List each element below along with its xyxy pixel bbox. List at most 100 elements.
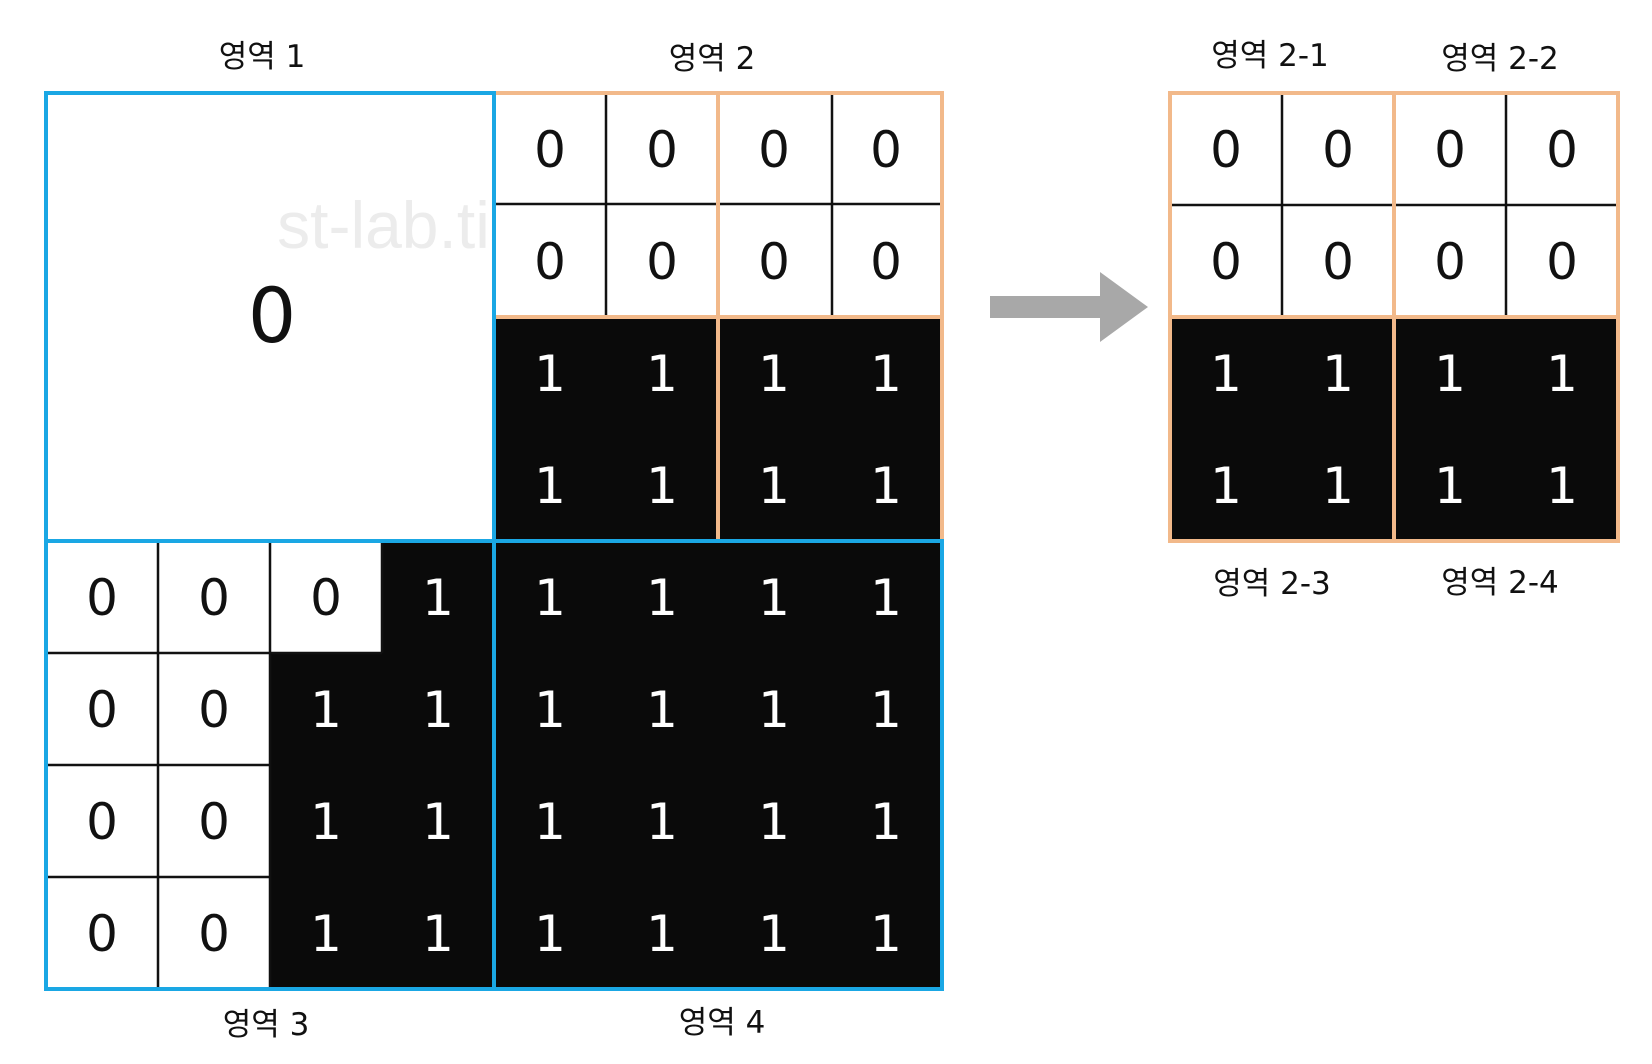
region-2-4-label: 영역 2-4 — [1441, 565, 1559, 601]
region-4-cell — [718, 653, 831, 766]
region-2-value: 1 — [534, 457, 566, 515]
region-3-cell — [46, 877, 159, 990]
region-2-split-cell — [1394, 317, 1507, 430]
region-2-split-cell — [1394, 205, 1507, 318]
region-2-split-cell — [1170, 317, 1283, 430]
region-4-cell — [830, 541, 943, 654]
region-3-cell — [158, 541, 271, 654]
region-4-cell — [494, 765, 607, 878]
region-2-split-value: 0 — [1546, 121, 1578, 179]
region-2-value: 0 — [870, 233, 902, 291]
region-3-cell — [158, 765, 271, 878]
region-3-cell — [46, 765, 159, 878]
region-4-value: 1 — [534, 905, 566, 963]
region-2-cell — [606, 317, 719, 430]
region-4-cell — [494, 653, 607, 766]
region-2-split-cell — [1506, 205, 1619, 318]
region-1-value: 0 — [248, 271, 296, 360]
region-2-split-value: 1 — [1322, 345, 1354, 403]
region-2-value: 1 — [758, 345, 790, 403]
region-4-value: 1 — [534, 793, 566, 851]
region-4-cell — [830, 653, 943, 766]
region-2-value: 1 — [758, 457, 790, 515]
quadrant-borders — [44, 91, 944, 991]
region-4-value: 1 — [758, 793, 790, 851]
region-2-2-label: 영역 2-2 — [1441, 41, 1559, 77]
region-3-cell — [382, 653, 495, 766]
region-2-cell — [830, 205, 943, 318]
region-4-cell — [494, 877, 607, 990]
region-2-cell — [606, 205, 719, 318]
region-2-value: 1 — [870, 345, 902, 403]
region-4-border — [492, 539, 944, 991]
region-4-value: 1 — [646, 569, 678, 627]
region-3-value: 1 — [422, 681, 454, 739]
region-1-label: 영역 1 — [219, 39, 306, 75]
region-2-split-cell — [1282, 205, 1395, 318]
region-3-value: 0 — [86, 569, 118, 627]
region-2-split-cell — [1170, 205, 1283, 318]
region-2-split-cell — [1282, 93, 1395, 206]
region-2-cell — [494, 429, 607, 542]
region-2-value: 0 — [646, 121, 678, 179]
region-2-value: 0 — [758, 233, 790, 291]
region-2-split-cell — [1394, 429, 1507, 542]
region-2-value: 0 — [534, 121, 566, 179]
region-2-cell — [606, 93, 719, 206]
region-3-value: 0 — [198, 905, 230, 963]
region-3-cell — [270, 541, 383, 654]
region-3-cell — [382, 877, 495, 990]
region-1-cell — [46, 93, 494, 541]
region-2-value: 1 — [646, 345, 678, 403]
region-3-cell — [46, 653, 159, 766]
region-3-value: 0 — [310, 569, 342, 627]
region-3-cell — [270, 765, 383, 878]
region-2-split-value: 0 — [1210, 233, 1242, 291]
region-4-cell — [718, 877, 831, 990]
region-3-value: 1 — [310, 905, 342, 963]
region-2-split-value: 1 — [1322, 457, 1354, 515]
region-4-cell — [718, 765, 831, 878]
region-2-1-label: 영역 2-1 — [1211, 38, 1329, 74]
region-2-value: 0 — [646, 233, 678, 291]
region-3-value: 0 — [86, 681, 118, 739]
region-2-split-value: 0 — [1546, 233, 1578, 291]
region-2-cell — [830, 317, 943, 430]
region-4-value: 1 — [758, 569, 790, 627]
region-4-cell — [606, 877, 719, 990]
region-3-cell — [270, 653, 383, 766]
region-2-split-value: 1 — [1546, 345, 1578, 403]
region-4-value: 1 — [870, 905, 902, 963]
region-2-value: 0 — [870, 121, 902, 179]
region-4-value: 1 — [534, 569, 566, 627]
region-3-value: 1 — [422, 905, 454, 963]
region-3-value: 1 — [310, 681, 342, 739]
region-3-value: 0 — [198, 681, 230, 739]
region-2-split-cell — [1282, 429, 1395, 542]
region-4-value: 1 — [870, 793, 902, 851]
region-4-value: 1 — [758, 681, 790, 739]
region-2-4-block — [1392, 315, 1620, 543]
region-3-cell — [158, 877, 271, 990]
region-4-value: 1 — [646, 905, 678, 963]
region-2-cell — [494, 93, 607, 206]
region-2-3-label: 영역 2-3 — [1213, 566, 1331, 602]
region-3-cell — [382, 541, 495, 654]
region-3-value: 0 — [86, 905, 118, 963]
region-2-split-value: 0 — [1322, 233, 1354, 291]
region-2-split-cell — [1506, 429, 1619, 542]
region-2-cell — [830, 429, 943, 542]
region-4-cell — [830, 877, 943, 990]
region-4-cell — [606, 653, 719, 766]
region-2-cell — [718, 317, 831, 430]
region-4-value: 1 — [646, 793, 678, 851]
region-4-value: 1 — [870, 569, 902, 627]
region-2-cell — [606, 429, 719, 542]
region-2-cell — [494, 317, 607, 430]
region-2-split-cell — [1282, 317, 1395, 430]
region-2-split-value: 1 — [1434, 345, 1466, 403]
region-4-value: 1 — [646, 681, 678, 739]
region-2-value: 0 — [534, 233, 566, 291]
